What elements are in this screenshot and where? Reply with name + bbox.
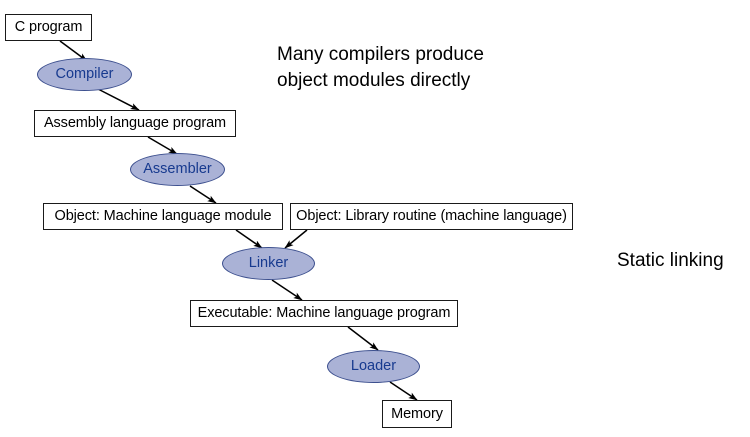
annotation-static-linking: Static linking bbox=[617, 250, 724, 271]
node-label-loader: Loader bbox=[350, 358, 397, 375]
node-label-executable: Executable: Machine language program bbox=[197, 305, 451, 322]
node-label-memory: Memory bbox=[391, 405, 443, 422]
edge-linker-to-executable bbox=[271, 279, 303, 301]
edge-assembly-to-assembler bbox=[147, 136, 178, 155]
node-object-lib[interactable]: Object: Library routine (machine languag… bbox=[290, 203, 573, 230]
node-loader[interactable]: Loader bbox=[327, 350, 420, 383]
node-c-program[interactable]: C program bbox=[5, 14, 92, 41]
edge-object-to-linker bbox=[235, 229, 263, 249]
annotation-many-compilers: Many compilers produce object modules di… bbox=[277, 44, 484, 91]
edge-executable-to-loader bbox=[347, 326, 379, 351]
node-object-mod[interactable]: Object: Machine language module bbox=[43, 203, 283, 230]
node-label-object-mod: Object: Machine language module bbox=[54, 208, 272, 225]
node-label-assembler: Assembler bbox=[143, 161, 212, 178]
node-assembly[interactable]: Assembly language program bbox=[34, 110, 236, 137]
node-memory[interactable]: Memory bbox=[382, 400, 452, 428]
edge-loader-to-memory bbox=[389, 381, 418, 401]
node-assembler[interactable]: Assembler bbox=[130, 153, 225, 186]
node-label-object-lib: Object: Library routine (machine languag… bbox=[296, 208, 567, 225]
node-linker[interactable]: Linker bbox=[222, 247, 315, 280]
node-label-c-program: C program bbox=[14, 19, 83, 36]
node-executable[interactable]: Executable: Machine language program bbox=[190, 300, 458, 327]
node-label-linker: Linker bbox=[248, 255, 289, 272]
edge-assembler-to-object bbox=[189, 185, 217, 204]
edge-compiler-to-assembly bbox=[97, 88, 140, 111]
node-label-assembly: Assembly language program bbox=[43, 115, 227, 132]
node-label-compiler: Compiler bbox=[55, 66, 114, 83]
edge-library-to-linker bbox=[284, 229, 308, 249]
node-compiler[interactable]: Compiler bbox=[37, 58, 132, 91]
